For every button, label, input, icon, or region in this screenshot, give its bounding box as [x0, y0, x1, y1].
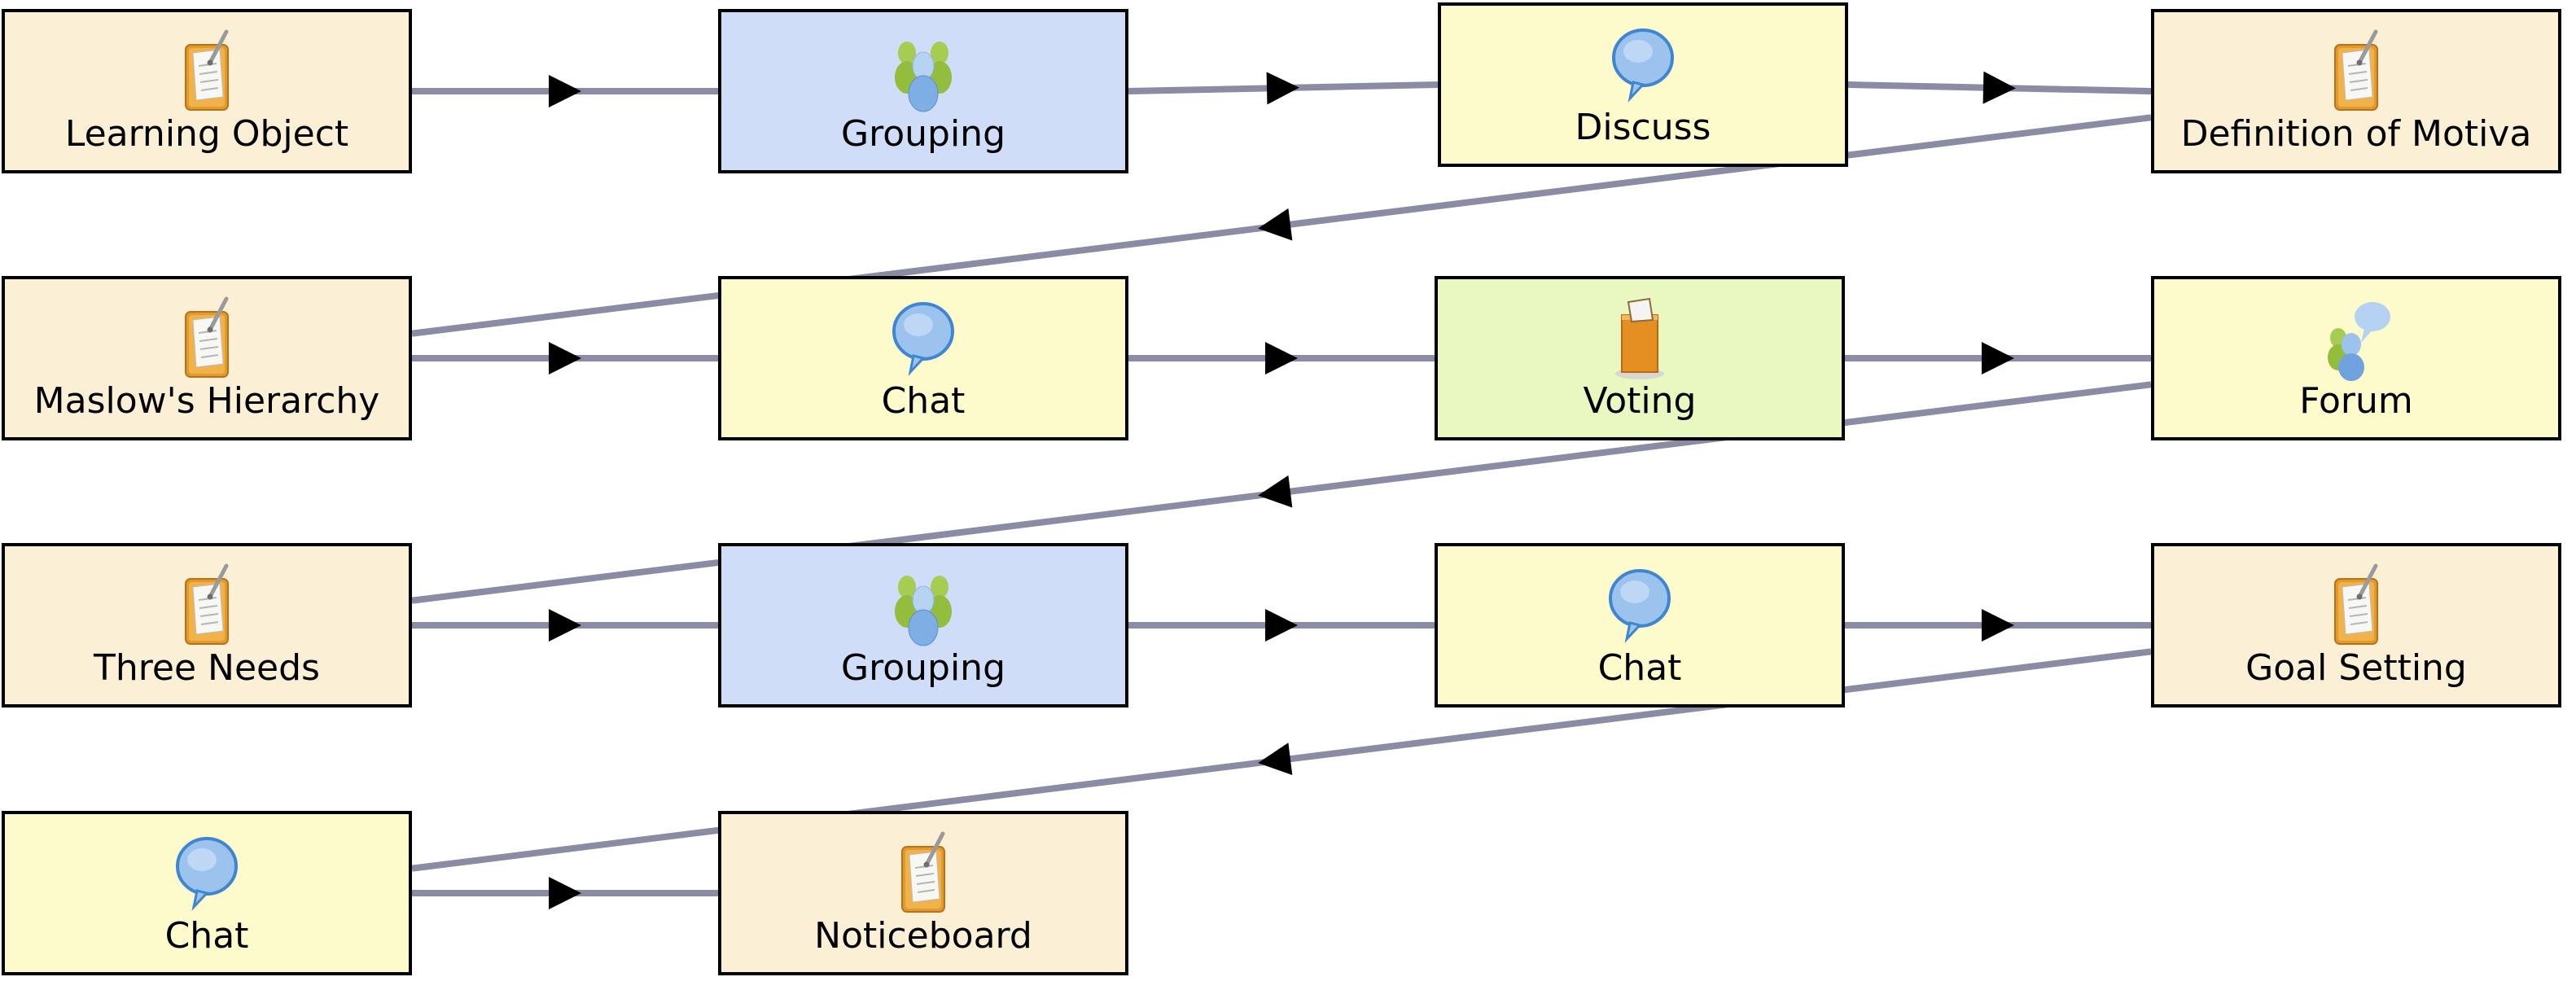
activity-node-learning-object[interactable]: Maslow's Hierarchy [2, 276, 412, 440]
node-label: Chat [164, 915, 249, 957]
activity-node-grouping[interactable]: Grouping [718, 9, 1128, 173]
group-people-icon [878, 27, 968, 116]
forum-people-bubble-icon [2311, 294, 2401, 383]
activity-node-learning-object[interactable]: Noticeboard [718, 811, 1128, 975]
node-label: Learning Object [64, 113, 349, 155]
node-label: Goal Setting [2245, 647, 2467, 689]
node-label: Maslow's Hierarchy [33, 380, 380, 422]
node-label: Noticeboard [814, 915, 1032, 957]
arrowhead-icon [1265, 609, 1298, 642]
activity-node-voting[interactable]: Voting [1435, 276, 1845, 440]
arrowhead-icon [1982, 342, 2014, 375]
activity-node-grouping[interactable]: Grouping [718, 543, 1128, 707]
arrowhead-icon [549, 609, 581, 642]
notebook-icon [878, 829, 968, 918]
notebook-icon [2311, 561, 2401, 651]
activity-node-learning-object[interactable]: Definition of Motiva [2151, 9, 2561, 173]
arrowhead-icon [1258, 208, 1293, 241]
activity-node-chat[interactable]: Chat [2, 811, 412, 975]
arrowhead-icon [1258, 742, 1293, 776]
speech-bubble-icon [878, 294, 968, 383]
arrowhead-icon [1265, 342, 1298, 375]
activity-node-learning-object[interactable]: Goal Setting [2151, 543, 2561, 707]
node-label: Voting [1583, 380, 1697, 422]
node-label: Chat [1597, 647, 1682, 689]
arrowhead-icon [1258, 475, 1293, 508]
node-label: Definition of Motiva [2180, 113, 2532, 155]
notebook-icon [162, 27, 252, 116]
arrowhead-icon [549, 877, 581, 909]
notebook-icon [162, 561, 252, 651]
arrowhead-icon [1982, 609, 2014, 642]
activity-node-learning-object[interactable]: Three Needs [2, 543, 412, 707]
node-label: Forum [2299, 380, 2413, 422]
arrowhead-icon [1266, 72, 1299, 105]
arrowhead-icon [1982, 71, 2016, 104]
node-label: Grouping [841, 647, 1005, 689]
activity-node-chat[interactable]: Chat [1435, 543, 1845, 707]
notebook-icon [162, 294, 252, 383]
ballot-box-icon [1595, 294, 1684, 383]
activity-node-forum[interactable]: Forum [2151, 276, 2561, 440]
speech-bubble-icon [1595, 561, 1684, 651]
activity-node-chat[interactable]: Chat [718, 276, 1128, 440]
notebook-icon [2311, 27, 2401, 116]
node-label: Three Needs [94, 647, 320, 689]
node-label: Chat [881, 380, 966, 422]
speech-bubble-icon [162, 829, 252, 918]
arrowhead-icon [549, 342, 581, 375]
speech-bubble-icon [1598, 20, 1688, 110]
node-label: Grouping [841, 113, 1005, 155]
activity-node-learning-object[interactable]: Learning Object [2, 9, 412, 173]
group-people-icon [878, 561, 968, 651]
arrowhead-icon [549, 75, 581, 107]
activity-node-chat[interactable]: Discuss [1438, 2, 1848, 167]
node-label: Discuss [1575, 107, 1711, 148]
